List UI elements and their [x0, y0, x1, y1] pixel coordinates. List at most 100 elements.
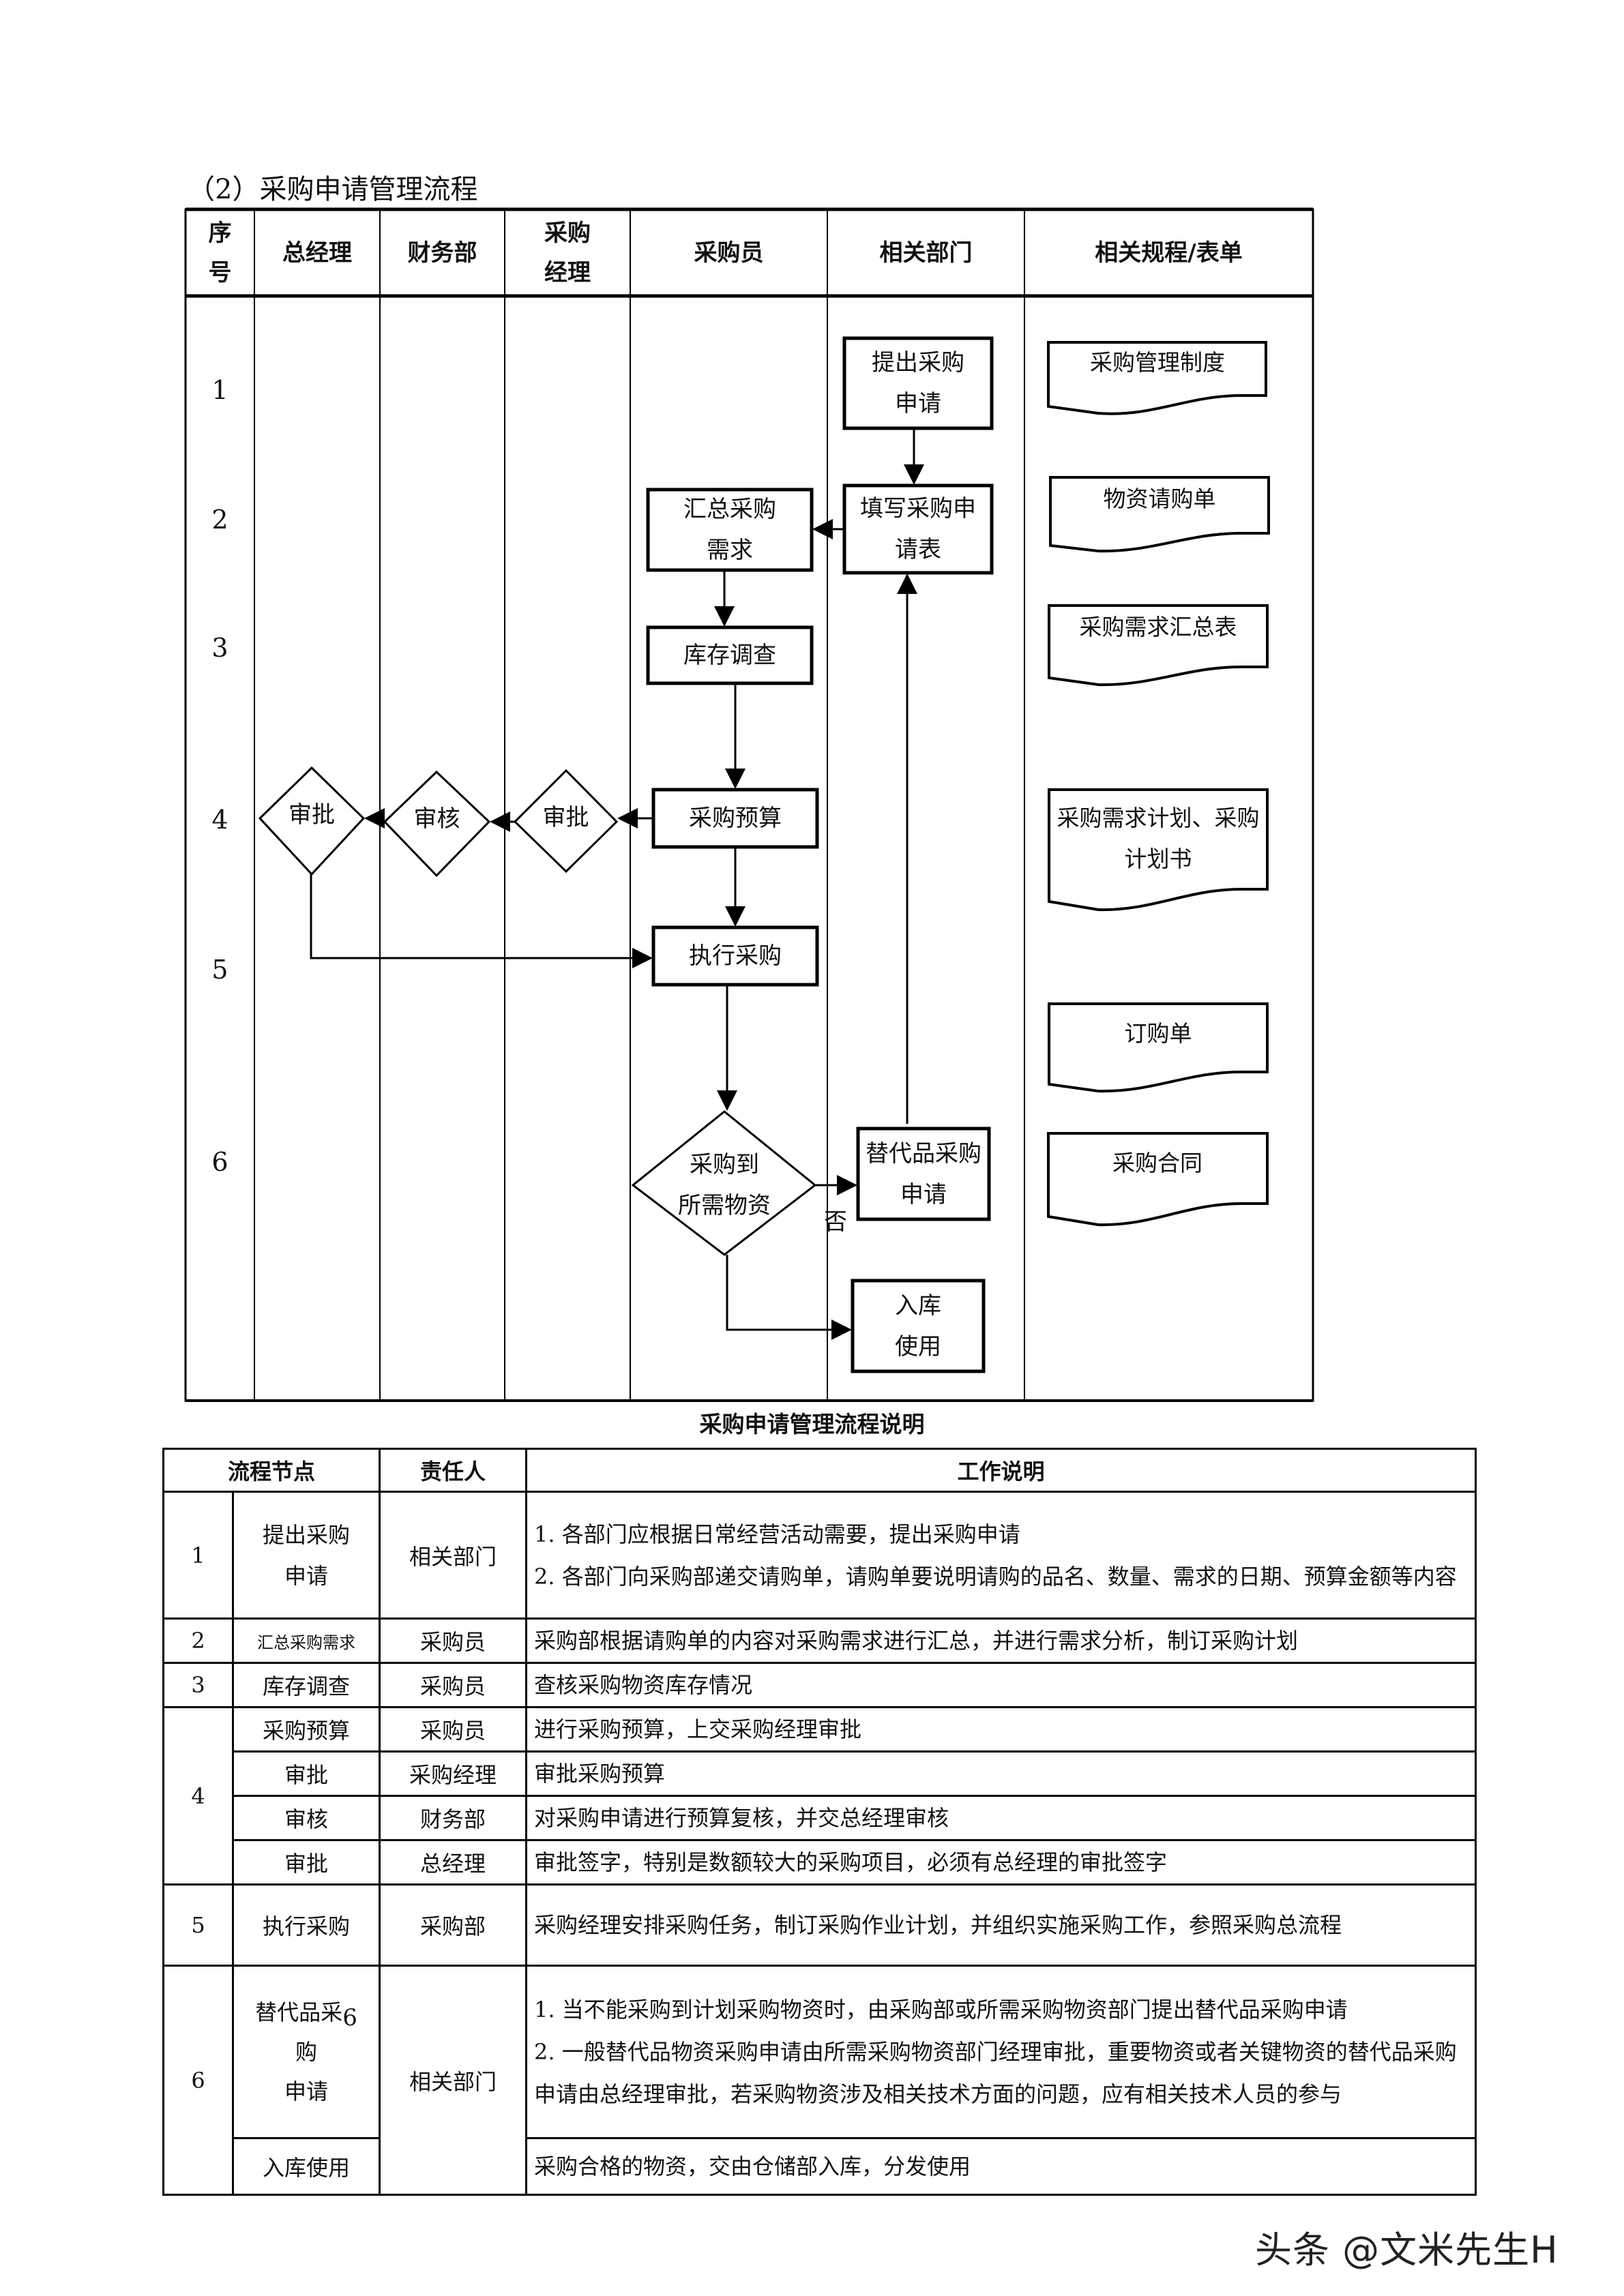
row-work: 采购合格的物资，交由仓储部入库，分发使用 [525, 2137, 1477, 2196]
description-header-row: 流程节点 责任人 工作说明 [162, 1448, 1477, 1493]
node-fill-form-box [842, 483, 994, 575]
doc-shape-5 [1048, 1002, 1269, 1093]
node-decision: 采购到所需物资 [641, 1143, 808, 1227]
header-owner: 责任人 [379, 1448, 528, 1493]
node-approve-gm: 审批 [289, 801, 335, 829]
doc-label-2: 物资请购单 [1103, 486, 1216, 512]
row-num: 3 [162, 1662, 234, 1708]
row-work: 审批采购预算 [525, 1750, 1477, 1797]
node-submit-request-box [842, 336, 994, 430]
node-submit-request: 提出采购申请 [844, 338, 992, 428]
doc-shape-6 [1047, 1132, 1269, 1227]
row-num: 2 [162, 1617, 234, 1664]
row-owner: 采购员 [379, 1617, 528, 1664]
doc-label-5: 订购单 [1124, 1020, 1192, 1047]
table-row: 审核 财务部 对采购申请进行预算复核，并交总经理审核 [164, 1795, 1477, 1841]
row-num: 4 [162, 1706, 234, 1885]
row-work: 1. 各部门应根据日常经营活动需要，提出采购申请 2. 各部门向采购部递交请购单，… [525, 1491, 1477, 1620]
node-label: 请表 [895, 536, 941, 563]
node-fill-form: 填写采购申请表 [844, 486, 992, 573]
branch-no-label: 否 [824, 1208, 847, 1236]
node-execute-box [651, 925, 819, 987]
doc-label-6: 采购合同 [1112, 1150, 1202, 1176]
node-inventory-box [646, 625, 814, 685]
row-owner: 总经理 [379, 1839, 528, 1885]
doc-label-1: 采购管理制度 [1090, 349, 1225, 376]
node-label: 申请 [895, 390, 941, 417]
header-seq-line1: 序 [208, 219, 232, 247]
doc-shape-2 [1049, 476, 1270, 553]
header-procedures: 相关规程/表单 [1095, 239, 1243, 267]
node-summarize-demand: 汇总采购需求 [648, 490, 812, 570]
row-number-5: 5 [211, 955, 228, 985]
node-label: 填写采购申 [860, 495, 976, 522]
row-work-line: 1. 各部门应根据日常经营活动需要，提出采购申请 [534, 1521, 1020, 1547]
doc-shape-4 [1048, 788, 1269, 912]
row-node: 替代品采6 购 申请 [231, 1965, 381, 2139]
row-node: 审核 [231, 1795, 381, 1841]
row-owner: 采购员 [379, 1662, 528, 1708]
doc-shape-1 [1047, 341, 1267, 415]
header-pm-line1: 采购 [544, 219, 591, 247]
row-work: 采购经理安排采购任务，制订采购作业计划，并组织实施采购工作，参照采购总流程 [525, 1883, 1477, 1967]
header-purchaser: 采购员 [694, 239, 764, 267]
row-work-line: 2. 各部门向采购部递交请购单，请购单要说明请购的品名、数量、需求的日期、预算金… [534, 1563, 1457, 1590]
node-label: 申请 [900, 1180, 947, 1208]
header-work: 工作说明 [525, 1448, 1477, 1493]
row-number-1: 1 [211, 375, 228, 405]
header-seq-line2: 号 [208, 258, 232, 286]
row-num: 6 [162, 1965, 234, 2196]
node-budget: 采购预算 [689, 805, 782, 832]
row-work: 进行采购预算，上交采购经理审批 [525, 1706, 1477, 1753]
table-row: 审批 总经理 审批签字，特别是数额较大的采购项目，必须有总经理的审批签字 [164, 1839, 1477, 1885]
node-approve-pm: 审批 [542, 804, 589, 831]
header-node: 流程节点 [162, 1448, 381, 1493]
header-general-manager: 总经理 [282, 239, 352, 267]
node-label: 提出采购 [872, 349, 964, 376]
header-seq: 序号 [186, 209, 254, 296]
table-row: 2 汇总采购需求 采购员 采购部根据请购单的内容对采购需求进行汇总，并进行需求分… [162, 1617, 1477, 1664]
description-table: 流程节点 责任人 工作说明 1 提出采购申请 相关部门 1. 各部门应根据日常经… [162, 1448, 1477, 2196]
node-label: 使用 [895, 1332, 941, 1360]
doc-label-4: 采购需求计划、采购 计划书 [1049, 798, 1267, 880]
swimlane-flowchart [184, 207, 1314, 1402]
node-label: 所需物资 [678, 1192, 771, 1219]
row-node-line: 申请 [284, 2078, 329, 2104]
node-inventory-check: 库存调查 [683, 642, 776, 669]
node-label: 需求 [707, 537, 753, 564]
row-work: 审批签字，特别是数额较大的采购项目，必须有总经理的审批签字 [525, 1839, 1477, 1885]
node-label: 入库 [895, 1292, 941, 1320]
table-row: 4 采购预算 采购员 进行采购预算，上交采购经理审批 [162, 1706, 1477, 1885]
row-work-line: 2. 一般替代品物资采购申请由所需采购物资部门经理审批，重要物资或者关键物资的替… [534, 2039, 1457, 2107]
section-title: （2）采购申请管理流程 [188, 174, 478, 205]
doc-label-4-line2: 计划书 [1124, 846, 1192, 872]
row-number-4: 4 [211, 805, 228, 835]
table-row: 3 库存调查 采购员 查核采购物资库存情况 [162, 1662, 1477, 1708]
node-label: 替代品采购 [866, 1139, 981, 1167]
node-label: 汇总采购 [683, 496, 776, 523]
diamond-decision [631, 1110, 817, 1256]
diamond-approve-pm [513, 769, 619, 874]
row-node-line: 提出采购 [263, 1521, 351, 1548]
doc-label-3: 采购需求汇总表 [1079, 614, 1237, 640]
header-pm-line2: 经理 [544, 258, 591, 286]
row-work: 查核采购物资库存情况 [525, 1662, 1477, 1708]
node-label: 采购到 [690, 1151, 759, 1178]
row-node: 审批 [231, 1750, 381, 1797]
node-substitute: 替代品采购申请 [858, 1129, 989, 1219]
diamond-review-finance [383, 770, 491, 878]
row-num: 1 [162, 1491, 234, 1620]
row-node: 库存调查 [231, 1662, 381, 1708]
description-caption: 采购申请管理流程说明 [699, 1411, 925, 1437]
node-warehouse-box [851, 1279, 986, 1373]
row-owner: 相关部门 [379, 1965, 528, 2196]
doc-shape-3 [1048, 604, 1269, 687]
arrow-gm-to-execute [310, 874, 653, 968]
arrow-decision-to-warehouse [726, 1255, 852, 1340]
lane-dividers [254, 209, 1025, 1401]
row-owner: 采购经理 [379, 1750, 528, 1797]
row-owner: 采购员 [379, 1706, 528, 1753]
row-num: 5 [162, 1883, 234, 1967]
